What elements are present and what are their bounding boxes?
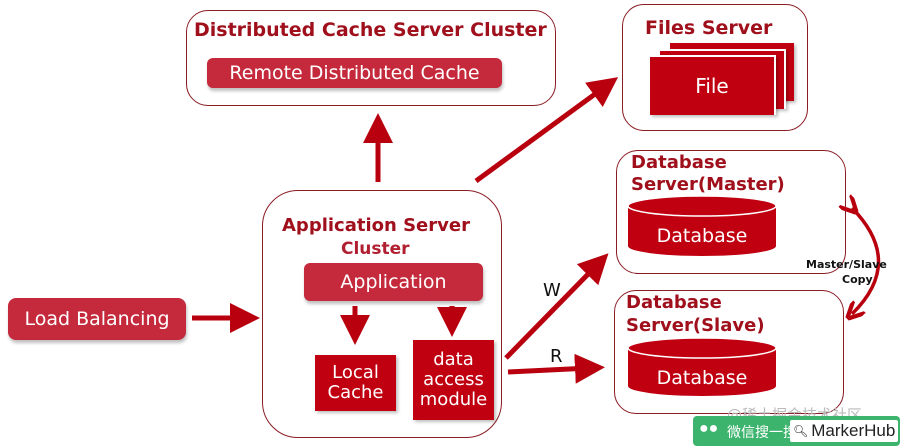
db-master-cylinder-icon — [627, 195, 777, 256]
search-icon: 🔍︎ — [793, 424, 809, 438]
dam-line1: data — [433, 349, 474, 371]
data-access-module-block[interactable]: data access module — [413, 340, 494, 420]
arrow-app-to-files — [474, 77, 619, 184]
edge-label-read: R — [550, 346, 563, 367]
watermark-search-text: MarkerHub — [811, 421, 896, 440]
db-master-label[interactable]: Database — [656, 224, 748, 247]
cache-cluster-title: Distributed Cache Server Cluster — [194, 19, 547, 41]
edge-label-replication-line2: Copy — [842, 273, 873, 286]
application-block[interactable]: Application — [304, 263, 483, 301]
file-item[interactable]: File — [650, 55, 776, 115]
load-balancing-block[interactable]: Load Balancing — [8, 298, 186, 340]
edge-label-replication-line1: Master/Slave — [806, 258, 887, 271]
db-master-title-line2: Server(Master) — [631, 174, 785, 195]
local-cache-block[interactable]: Local Cache — [315, 355, 396, 411]
local-cache-line2: Cache — [327, 382, 384, 403]
wechat-icon: ●● — [699, 420, 719, 437]
watermark-search[interactable]: 🔍︎ MarkerHub — [790, 420, 898, 442]
arrow-write — [504, 253, 609, 360]
app-cluster-title-line2: Cluster — [341, 239, 410, 259]
db-master-title-line1: Database — [631, 152, 727, 173]
app-cluster-title-line1: Application Server — [282, 215, 470, 236]
dam-line2: access — [423, 369, 484, 391]
db-slave-label[interactable]: Database — [656, 366, 748, 389]
arrow-replication — [852, 208, 881, 314]
db-slave-title-line2: Server(Slave) — [626, 315, 765, 336]
dam-line3: module — [419, 388, 488, 410]
db-slave-cylinder-icon — [627, 337, 777, 396]
local-cache-line1: Local — [332, 362, 379, 384]
remote-distributed-cache[interactable]: Remote Distributed Cache — [207, 58, 502, 88]
files-server-title: Files Server — [645, 17, 773, 39]
watermark-wechat-text: 微信搜一搜 — [727, 424, 797, 440]
arrow-read — [507, 353, 605, 384]
db-slave-title-line1: Database — [626, 292, 722, 313]
edge-label-write: W — [543, 280, 561, 301]
